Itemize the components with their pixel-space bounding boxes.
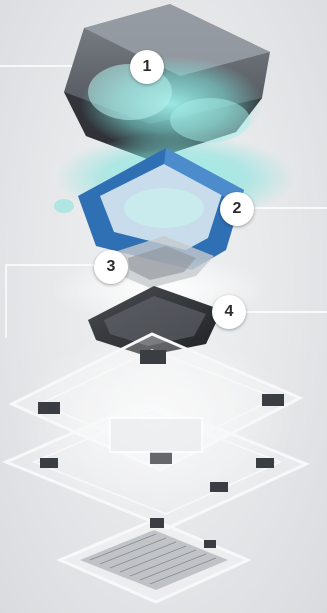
callout-label: 1 [143,59,152,75]
callout-label: 2 [233,201,242,217]
callout-badge-4: 4 [212,295,246,329]
callout-label: 4 [225,304,234,320]
callout-badge-1: 1 [130,50,164,84]
mist-particle [54,199,74,213]
callout-badge-2: 2 [220,192,254,226]
callout-badge-3: 3 [94,250,128,284]
bottom-grille-panel [60,518,248,602]
callout-label: 3 [107,259,116,275]
